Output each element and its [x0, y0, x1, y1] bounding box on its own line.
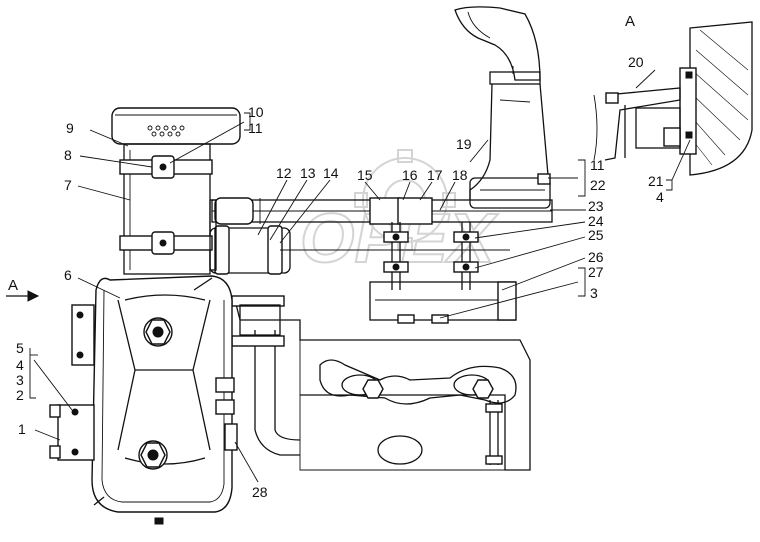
- callout-1: 1: [18, 421, 26, 437]
- callout-15: 15: [357, 167, 373, 183]
- callout-3-right: 3: [590, 285, 598, 301]
- callout-13: 13: [300, 165, 316, 181]
- callout-2: 2: [16, 387, 24, 403]
- wing-nut-top: [143, 317, 173, 347]
- callout-18: 18: [452, 167, 468, 183]
- detail-view-a: [593, 21, 753, 176]
- callout-27: 27: [588, 264, 604, 280]
- mounting-bracket: [49, 304, 238, 461]
- callout-23: 23: [588, 198, 604, 214]
- callout-20: 20: [628, 54, 644, 70]
- air-cleaner: [111, 107, 241, 275]
- callout-4: 4: [16, 357, 24, 373]
- callout-25: 25: [588, 227, 604, 243]
- callout-labels: A A 9 10 11 8 7 6 12 13 14 15 16 17 18 1…: [8, 13, 664, 500]
- callout-24: 24: [588, 213, 604, 229]
- exhaust-pipe: [454, 6, 549, 200]
- view-arrow-a: [6, 290, 40, 302]
- callout-8: 8: [64, 147, 72, 163]
- wing-nut-bottom: [138, 440, 168, 470]
- callout-4-detail: 4: [656, 189, 664, 205]
- callout-11-top: 11: [248, 120, 263, 136]
- callout-9: 9: [66, 120, 74, 136]
- callout-3: 3: [16, 372, 24, 388]
- callout-11-right: 11: [590, 157, 605, 173]
- callout-5: 5: [16, 340, 24, 356]
- callout-21: 21: [648, 173, 664, 189]
- callout-22: 22: [590, 177, 606, 193]
- engine-block: [231, 295, 531, 471]
- callout-17: 17: [427, 167, 443, 183]
- callout-10: 10: [248, 104, 264, 120]
- view-label-a-detail: A: [625, 13, 635, 30]
- callout-14: 14: [323, 165, 339, 181]
- leader-lines: [29, 69, 691, 483]
- callout-6: 6: [64, 267, 72, 283]
- view-label-a-main: A: [8, 277, 18, 294]
- callout-16: 16: [402, 167, 418, 183]
- callout-26: 26: [588, 249, 604, 265]
- callout-28: 28: [252, 484, 268, 500]
- callout-19: 19: [456, 136, 472, 152]
- pipe-clamps: [383, 222, 479, 324]
- oil-bath-housing: [91, 275, 233, 525]
- intake-pipe: [211, 197, 553, 225]
- cap-vent-holes: [147, 125, 185, 137]
- muffler-body: [469, 173, 551, 209]
- callout-7: 7: [64, 177, 72, 193]
- callout-12: 12: [276, 165, 292, 181]
